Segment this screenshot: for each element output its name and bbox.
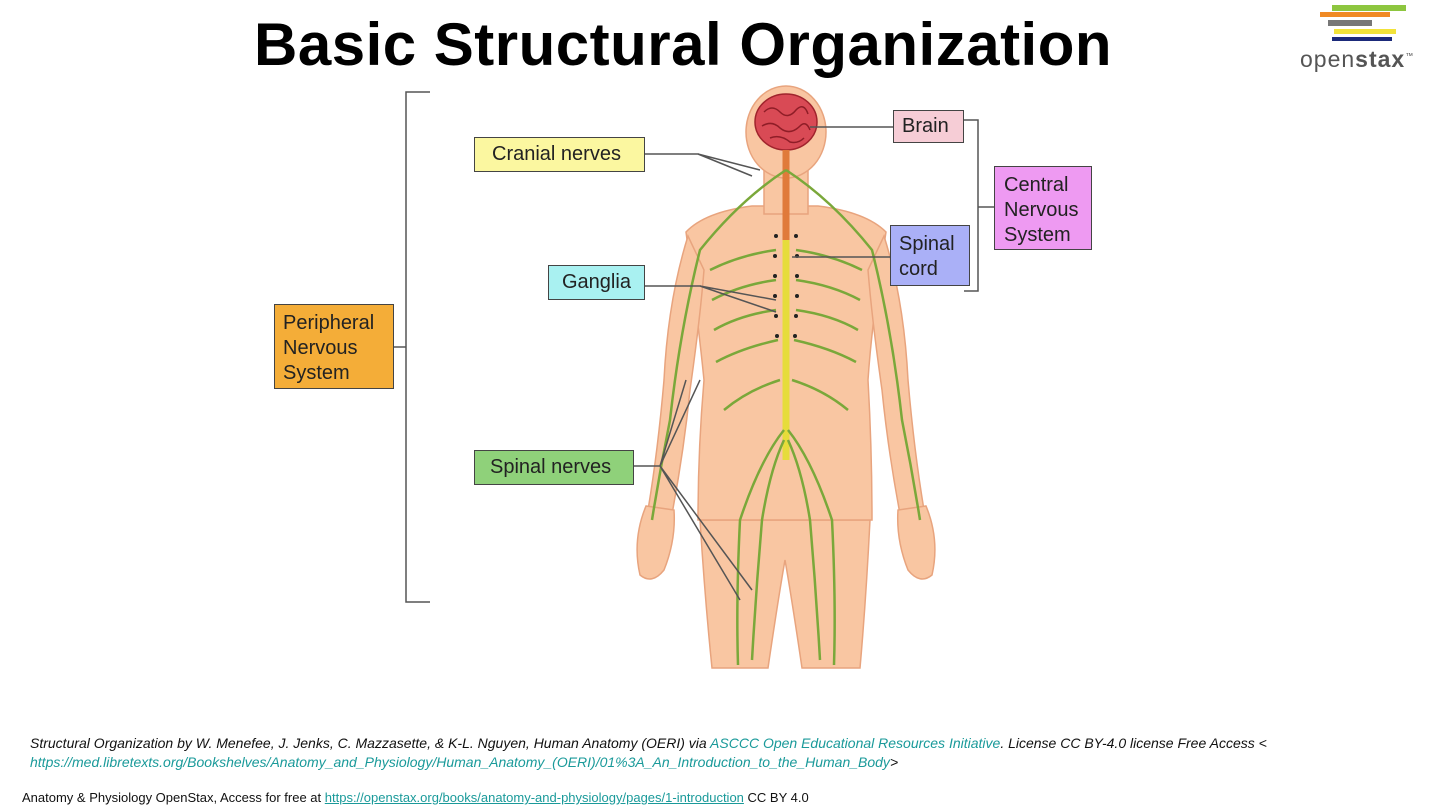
label-central-nervous-system: Central Nervous System bbox=[994, 166, 1092, 250]
brain-folds bbox=[761, 106, 811, 144]
label-peripheral-nervous-system: Peripheral Nervous System bbox=[274, 304, 394, 389]
body-right-hand bbox=[896, 505, 936, 580]
footer-attribution: Anatomy & Physiology OpenStax, Access fo… bbox=[22, 790, 809, 805]
cranial-nerves-connector bbox=[645, 153, 761, 177]
label-spinal-nerves: Spinal nerves bbox=[474, 450, 634, 485]
image-attribution: Structural Organization by W. Menefee, J… bbox=[30, 735, 1267, 770]
body-left-hand bbox=[636, 505, 676, 580]
body-legs bbox=[699, 519, 871, 669]
libretexts-url[interactable]: https://med.libretexts.org/Bookshelves/A… bbox=[30, 754, 890, 770]
logo-stripe-green bbox=[1332, 5, 1406, 11]
connector-lines bbox=[394, 91, 994, 603]
openstax-book-link[interactable]: https://openstax.org/books/anatomy-and-p… bbox=[324, 790, 744, 805]
logo-wordmark: openstax™ bbox=[1300, 46, 1415, 72]
brain-illustration bbox=[754, 93, 818, 151]
openstax-logo bbox=[1320, 5, 1406, 41]
human-body-figure bbox=[636, 85, 936, 669]
slide-title: Basic Structural Organization bbox=[254, 11, 1113, 78]
spinal-nerves-connector bbox=[634, 379, 753, 601]
peripheral-nerves bbox=[650, 168, 922, 666]
pns-bracket bbox=[405, 91, 430, 603]
label-brain: Brain bbox=[893, 110, 964, 143]
label-cranial-nerves: Cranial nerves bbox=[474, 137, 645, 172]
logo-stripe-yellow bbox=[1334, 29, 1396, 34]
label-ganglia: Ganglia bbox=[548, 265, 645, 300]
ascccoeri-link[interactable]: ASCCC Open Educational Resources Initiat… bbox=[710, 735, 1001, 751]
logo-stripe-navy bbox=[1332, 37, 1392, 41]
logo-stripe-gray bbox=[1328, 20, 1372, 26]
label-spinal-cord: Spinal cord bbox=[890, 225, 970, 286]
ganglia-dots bbox=[773, 234, 799, 338]
logo-stripe-orange bbox=[1320, 12, 1390, 17]
cns-bracket bbox=[964, 119, 979, 292]
nervous-system-diagram bbox=[394, 85, 994, 669]
ganglia-connector bbox=[645, 285, 777, 313]
